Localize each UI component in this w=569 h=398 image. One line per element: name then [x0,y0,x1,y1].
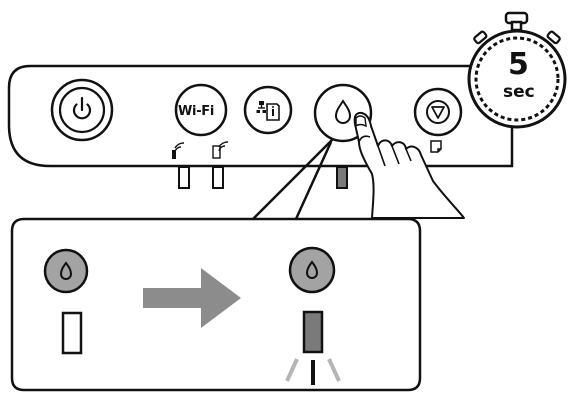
wifi-status-icon [172,142,185,159]
hand-nail [355,115,367,128]
stopwatch-icon [467,11,567,129]
callout-line-right [294,141,333,220]
wifi-led [178,166,190,189]
ink-button-zoom-before [43,248,89,294]
wifi-direct-led [212,166,224,189]
ink-drop-icon [305,260,319,279]
ink-drop-icon [59,261,73,280]
timer-value: 5 [508,47,529,82]
paper-icon [430,140,442,153]
network-status-button[interactable] [243,85,293,135]
stop-icon [426,100,450,124]
hand-finger-lines [358,135,412,167]
wifi-button-label: Wi-Fi [178,104,215,119]
led-glow [285,358,341,385]
ink-led-panel [336,166,348,189]
control-panel-outline [7,64,514,168]
arrow-right-icon [143,268,241,328]
stop-button[interactable] [413,87,463,137]
ink-led-on [302,310,324,354]
power-icon [72,96,92,120]
ink-drop-icon [334,99,352,124]
callout-line-left [252,138,334,220]
ink-button-zoom-after [288,246,336,294]
timer-unit: sec [503,82,535,102]
power-button[interactable] [50,78,114,142]
wifi-direct-status-icon [212,141,229,159]
wifi-button[interactable] [174,83,228,137]
network-status-icon [256,101,280,121]
ink-led-off [61,311,83,355]
